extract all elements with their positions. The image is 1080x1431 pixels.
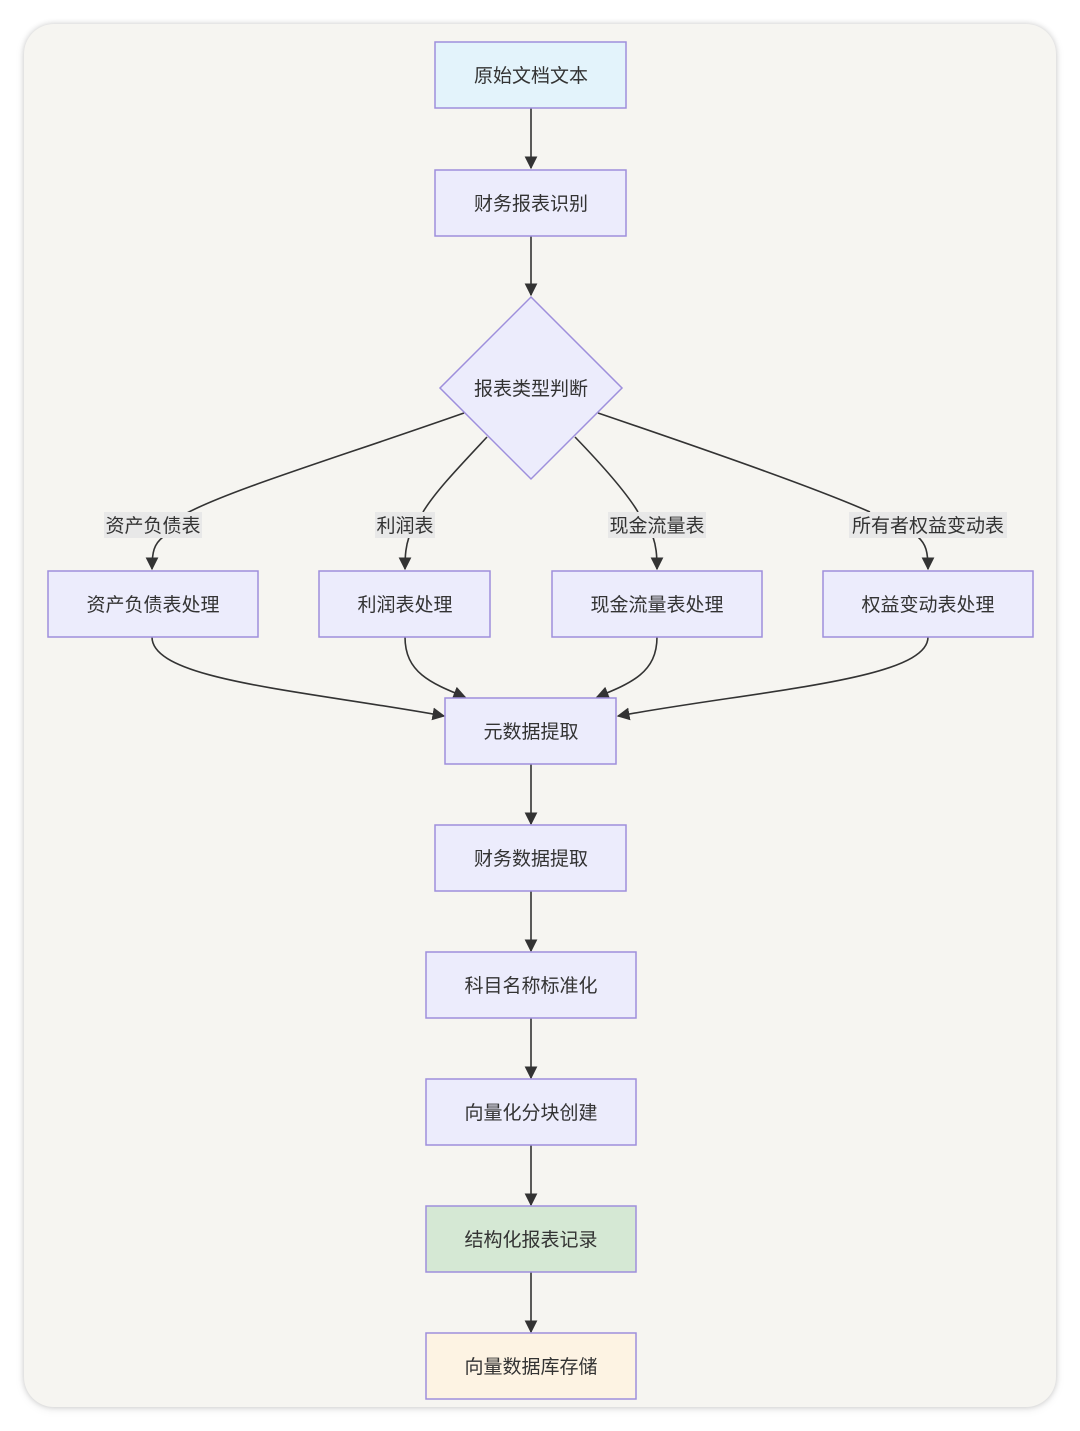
- edge-label-income: 利润表: [376, 515, 433, 537]
- node-financial-data-extraction[interactable]: 财务数据提取: [434, 824, 627, 892]
- node-income-statement-processing-label: 利润表处理: [357, 594, 452, 616]
- edge-cash-flow-to-metadata: [595, 636, 658, 699]
- node-financial-data-extraction-label: 财务数据提取: [474, 848, 588, 870]
- edge-decision-to-equity-tail: [917, 536, 935, 571]
- node-equity-change-processing[interactable]: 权益变动表处理: [822, 570, 1034, 638]
- edge-label-equity: 所有者权益变动表: [852, 515, 1004, 537]
- edge-label-bg-cash-flow: [608, 512, 706, 538]
- node-type-decision[interactable]: 报表类型判断: [438, 295, 624, 481]
- node-structured-statement-record[interactable]: 结构化报表记录: [425, 1205, 637, 1273]
- edge-decision-to-cash-flow-tail: [650, 536, 664, 571]
- edge-label-balance-sheet: 资产负债表: [105, 515, 200, 537]
- node-vector-db-storage[interactable]: 向量数据库存储: [425, 1332, 637, 1400]
- edge-decision-to-balance-sheet-tail: [145, 536, 164, 571]
- node-metadata-extraction-label: 元数据提取: [483, 721, 578, 743]
- node-vector-db-storage-label: 向量数据库存储: [464, 1356, 597, 1378]
- edge-labels: 资产负债表 利润表 现金流量表 所有者权益变动表: [104, 512, 1007, 538]
- node-type-decision-label: 报表类型判断: [474, 378, 588, 400]
- edge-label-bg-balance-sheet: [104, 512, 202, 538]
- node-equity-change-processing-label: 权益变动表处理: [861, 594, 994, 616]
- edge-label-bg-income: [375, 512, 435, 538]
- node-metadata-extraction[interactable]: 元数据提取: [444, 697, 617, 765]
- edge-equity-to-metadata: [616, 636, 929, 721]
- node-structured-statement-record-label: 结构化报表记录: [464, 1229, 597, 1251]
- node-account-name-normalization-label: 科目名称标准化: [464, 975, 597, 997]
- node-income-statement-processing[interactable]: 利润表处理: [318, 570, 491, 638]
- edge-decision-to-equity: [597, 412, 871, 513]
- edge-decision-to-balance-sheet: [184, 412, 465, 515]
- node-statement-recognition[interactable]: 财务报表识别: [434, 169, 627, 237]
- edge-decision-to-cash-flow: [574, 436, 639, 513]
- edge-label-cash-flow: 现金流量表: [609, 515, 704, 537]
- node-balance-sheet-processing-label: 资产负债表处理: [86, 594, 219, 616]
- node-vector-chunk-creation[interactable]: 向量化分块创建: [425, 1078, 637, 1146]
- nodes: 原始文档文本 财务报表识别 报表类型判断 资产负债表处理 利润表处理 现金流量表…: [47, 41, 1034, 1400]
- node-source-text[interactable]: 原始文档文本: [434, 41, 627, 109]
- node-balance-sheet-processing[interactable]: 资产负债表处理: [47, 570, 259, 638]
- edge-decision-to-income-tail: [398, 536, 412, 571]
- node-cash-flow-processing-label: 现金流量表处理: [590, 594, 723, 616]
- edge-decision-to-income: [422, 436, 488, 513]
- node-source-text-label: 原始文档文本: [474, 65, 588, 87]
- node-account-name-normalization[interactable]: 科目名称标准化: [425, 951, 637, 1019]
- edge-balance-sheet-to-metadata: [151, 636, 446, 721]
- edge-label-bg-equity: [849, 512, 1007, 538]
- edges: [145, 108, 935, 1334]
- node-cash-flow-processing[interactable]: 现金流量表处理: [551, 570, 763, 638]
- node-statement-recognition-label: 财务报表识别: [474, 193, 588, 215]
- edge-income-to-metadata: [404, 636, 467, 699]
- node-vector-chunk-creation-label: 向量化分块创建: [464, 1102, 597, 1124]
